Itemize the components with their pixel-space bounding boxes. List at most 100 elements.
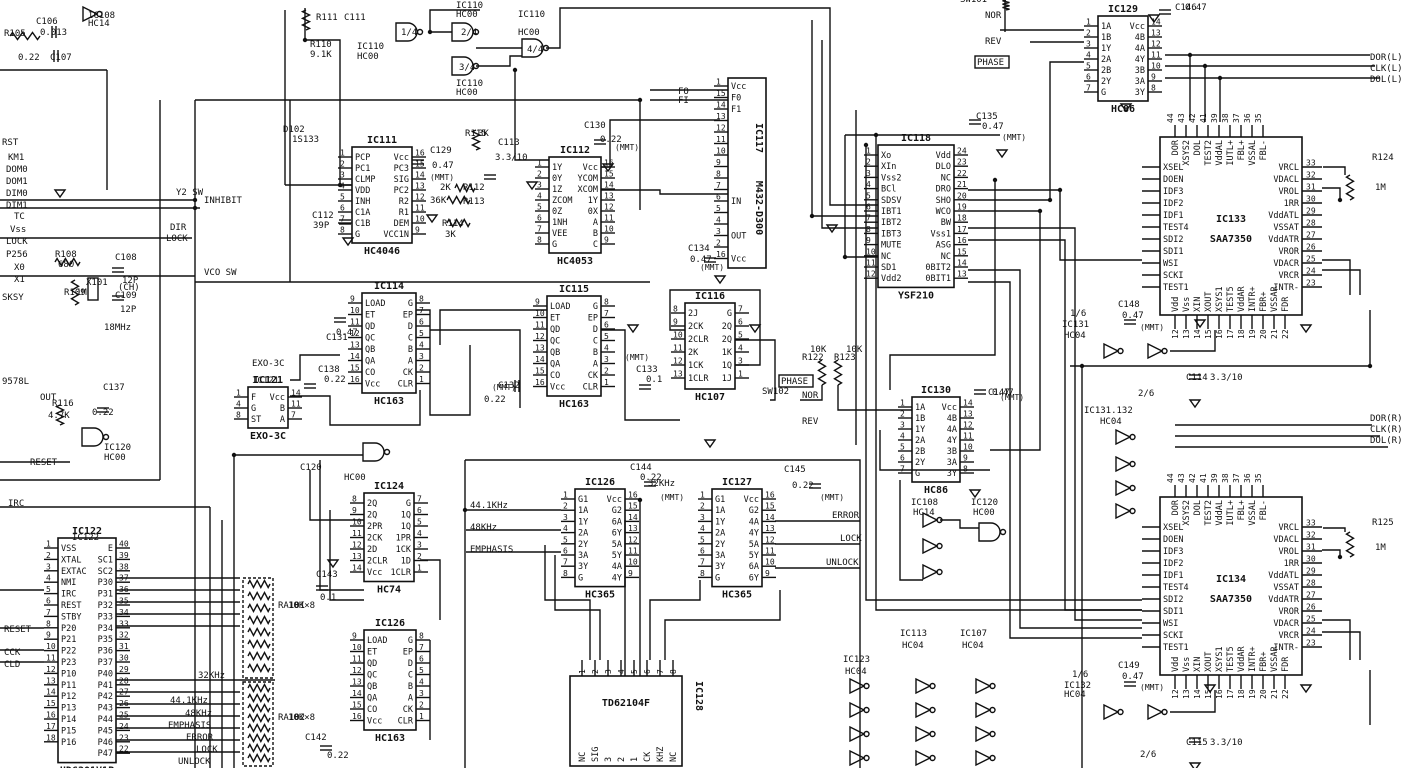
- pin-label: VddAL: [1215, 140, 1225, 166]
- phase-box-2: [778, 374, 814, 388]
- pin-label: XIN: [1193, 297, 1203, 312]
- wire: [1322, 619, 1351, 660]
- pin-label: 1A: [578, 506, 588, 516]
- wire: [664, 590, 781, 660]
- label-ic131u: HC04: [1100, 417, 1122, 427]
- pin-number: 10: [352, 518, 362, 527]
- label-c109v: 12P: [120, 305, 137, 315]
- pin-number: 15: [957, 247, 967, 256]
- pin-label: ET: [550, 314, 560, 324]
- gate-bubble: [472, 62, 480, 70]
- pin-label: P42: [98, 692, 113, 702]
- wire: [1322, 549, 1341, 557]
- pin-label: Vcc: [550, 383, 565, 393]
- label-clk-r: CLK(R): [1370, 425, 1403, 435]
- pin-label: 1CK: [396, 545, 412, 555]
- pin-label: STBY: [61, 612, 81, 622]
- chip-part: HC163: [374, 396, 404, 407]
- wire: [601, 189, 728, 195]
- chip-part: HC4053: [557, 256, 593, 267]
- pin-label: 4Y: [749, 529, 759, 539]
- label-c108v: 12P: [122, 276, 139, 286]
- label-emphb: EMPHASIS: [168, 721, 211, 731]
- pin-number: 6: [700, 547, 705, 556]
- pin-number: 17: [1226, 329, 1235, 339]
- pin-label: 1A: [915, 403, 925, 413]
- pin-number: 12: [415, 193, 425, 202]
- pin-number: 11: [535, 321, 545, 330]
- label-c149v: 0.47: [1122, 672, 1144, 682]
- pin-number: 3: [716, 227, 721, 236]
- pin-number: 9: [604, 236, 609, 245]
- pin-number: 12: [628, 535, 638, 544]
- pin-label: INTR-: [1273, 283, 1299, 293]
- pin-number: 7: [604, 309, 609, 318]
- pin-label: F: [251, 393, 256, 403]
- pin-label: P47: [98, 749, 113, 759]
- wire: [465, 459, 861, 768]
- pin-label: XSYS1: [1215, 646, 1225, 672]
- junction-dot: [842, 254, 848, 260]
- pin-number: 3: [419, 689, 424, 698]
- label-c115: C115: [1186, 738, 1208, 748]
- inverter-ic113-1: [915, 701, 932, 719]
- pin-label: QD: [550, 325, 560, 335]
- junction-dot: [302, 37, 308, 43]
- pin-label: 1Y: [715, 517, 725, 527]
- pin-number: 26: [1306, 243, 1316, 252]
- label-error: ERROR: [832, 511, 860, 521]
- pin-label: VRCR: [1279, 631, 1300, 641]
- pin-number: 6: [643, 669, 652, 674]
- gate-bubble: [542, 44, 550, 52]
- pin-number: 29: [1306, 207, 1316, 216]
- label-clk-l: CLK(L): [1370, 64, 1403, 74]
- wire: [968, 281, 1142, 639]
- nand-gate-ic120-2: [362, 442, 385, 462]
- pin-number: 9: [963, 454, 968, 463]
- pin-number: 14: [1193, 329, 1202, 339]
- pin-label: CK: [403, 705, 414, 715]
- gate-bubble: [989, 754, 996, 762]
- pin-label: 2D: [367, 545, 377, 555]
- pin-label: Vss: [1182, 297, 1192, 312]
- junction-dot: [1047, 197, 1053, 203]
- label-r116v: 4.7K: [48, 411, 70, 421]
- pin-number: 6: [419, 318, 424, 327]
- chip-part: SAA7350: [1210, 234, 1252, 245]
- pin-label: VSSAL: [1248, 500, 1258, 526]
- pin-label: P35: [98, 635, 113, 645]
- inverter-ic107-2: [975, 725, 992, 743]
- pin-number: 35: [1254, 473, 1263, 483]
- pin-number: 41: [1199, 113, 1208, 123]
- pin-label: SHO: [936, 196, 951, 206]
- wire: [800, 385, 823, 401]
- pin-number: 7: [900, 465, 905, 474]
- label-mmt: (MMT): [1140, 683, 1164, 692]
- chip-ic124-hc74: IC124HC742Q82Q92PR102CK112D122CLR13Vcc14…: [350, 481, 428, 596]
- chip-body: [574, 488, 626, 588]
- label-c138v: 0.22: [324, 375, 346, 385]
- pin-number: 16: [716, 250, 726, 259]
- ra101-element: [247, 650, 271, 662]
- pin-number: 5: [866, 191, 871, 200]
- pin-label: XOUT: [1204, 652, 1214, 672]
- pin-label: IBT1: [881, 207, 901, 217]
- pin-label: IDF3: [1163, 187, 1183, 197]
- label-fo-cap: FO: [678, 87, 689, 97]
- pin-number: 35: [119, 597, 129, 606]
- chip-body: [684, 302, 736, 390]
- inverter-ic131-6: [1115, 502, 1132, 520]
- pin-label: CLR: [583, 383, 599, 393]
- pin-number: 9: [673, 318, 678, 327]
- pin-label: 1B: [915, 414, 925, 424]
- pin-label: VDACR: [1273, 259, 1299, 269]
- ra101-element: [247, 626, 271, 638]
- chip-ref: IC122: [72, 526, 102, 537]
- resistor-r125: [1345, 531, 1355, 558]
- inverter-ic107-1: [975, 701, 992, 719]
- label-c132v: 0.22: [484, 395, 506, 405]
- pin-label: G: [406, 499, 411, 509]
- pin-number: 39: [1210, 113, 1219, 123]
- pin-label: XIN: [1193, 657, 1203, 672]
- pin-label: LOAD: [365, 299, 385, 309]
